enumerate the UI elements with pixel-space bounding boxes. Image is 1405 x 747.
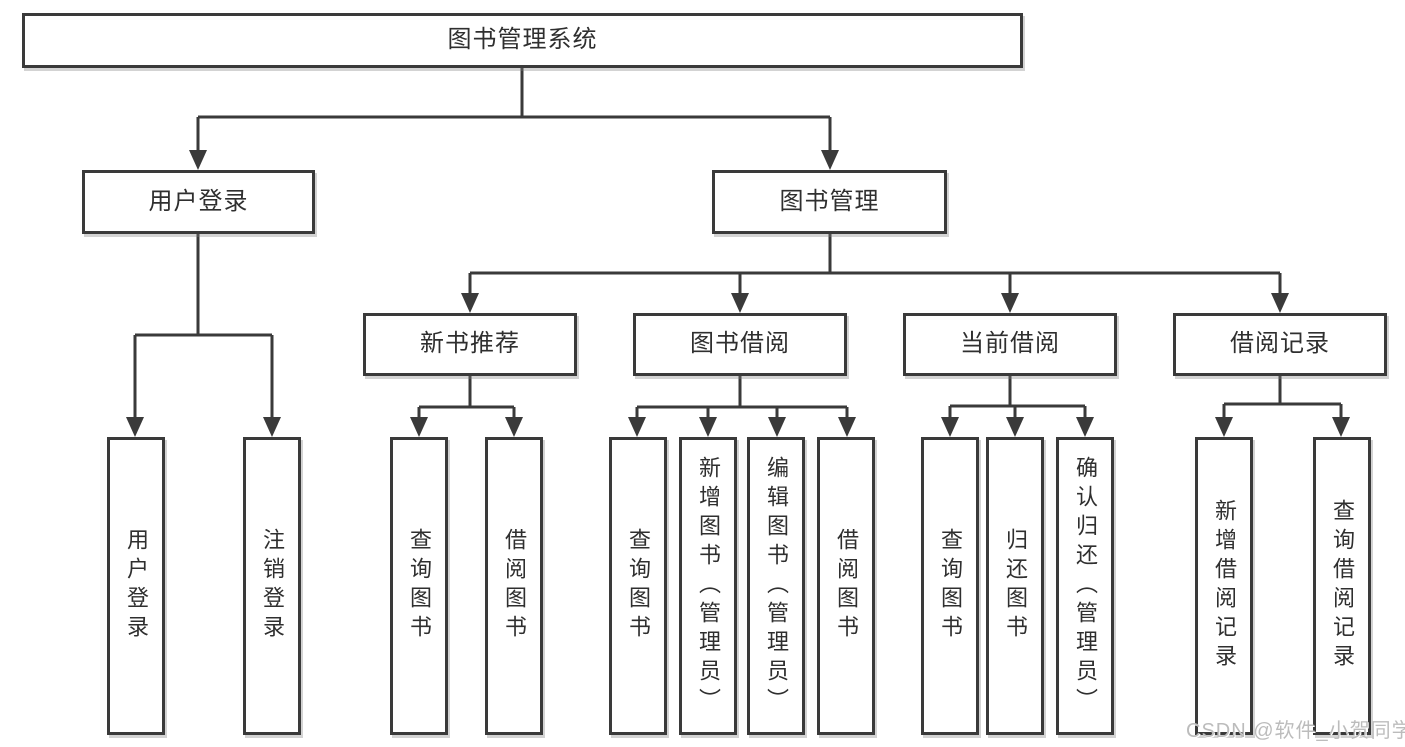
arrowhead	[1271, 293, 1289, 313]
arrowhead	[410, 417, 428, 437]
node-book-management: 图书管理	[712, 170, 947, 234]
node-label: 图书借阅	[690, 330, 790, 358]
leaf-add-borrow-record: 新增借阅记录	[1195, 437, 1253, 735]
node-label: 新书推荐	[420, 330, 520, 358]
arrowhead	[731, 293, 749, 313]
arrowhead	[1332, 417, 1350, 437]
arrowhead	[628, 417, 646, 437]
arrowhead	[1076, 417, 1094, 437]
node-label: 图书管理系统	[447, 26, 598, 54]
node-new-book-recommendation: 新书推荐	[363, 313, 577, 376]
node-label: 借阅图书	[834, 528, 859, 644]
node-library-management-system: 图书管理系统	[22, 13, 1023, 68]
leaf-add-books-admin: 新增图书（管理员）	[679, 437, 737, 735]
node-label: 归还图书	[1003, 528, 1028, 644]
leaf-borrow-books-recommend: 借阅图书	[485, 437, 543, 735]
leaf-user-login: 用户登录	[107, 437, 165, 735]
leaf-borrow-books-borrowing: 借阅图书	[817, 437, 875, 735]
arrowhead	[768, 417, 786, 437]
arrowhead	[263, 417, 281, 437]
arrowhead	[1001, 293, 1019, 313]
node-label: 查询借阅记录	[1330, 499, 1355, 673]
node-label: 查询图书	[938, 528, 963, 644]
node-label: 当前借阅	[960, 330, 1060, 358]
arrowhead	[126, 417, 144, 437]
node-user-login: 用户登录	[82, 170, 315, 234]
arrowhead	[838, 417, 856, 437]
node-label: 注销登录	[260, 528, 285, 644]
leaf-return-books: 归还图书	[986, 437, 1044, 735]
watermark: CSDN @软件_小贺同学	[1186, 720, 1405, 742]
node-label: 查询图书	[407, 528, 432, 644]
node-book-borrowing: 图书借阅	[633, 313, 847, 376]
leaf-query-books-borrowing: 查询图书	[609, 437, 667, 735]
node-borrowing-records: 借阅记录	[1173, 313, 1387, 376]
node-label: 用户登录	[124, 528, 149, 644]
node-label: 用户登录	[148, 187, 249, 215]
leaf-query-borrow-record: 查询借阅记录	[1313, 437, 1371, 735]
arrowhead	[461, 293, 479, 313]
node-label: 新增图书（管理员）	[696, 455, 721, 717]
leaf-confirm-return-admin: 确认归还（管理员）	[1056, 437, 1114, 735]
arrowhead	[505, 417, 523, 437]
node-label: 借阅记录	[1230, 330, 1330, 358]
arrowhead	[189, 150, 207, 170]
arrowhead	[1006, 417, 1024, 437]
node-label: 新增借阅记录	[1212, 499, 1237, 673]
leaf-query-books-recommend: 查询图书	[390, 437, 448, 735]
node-label: 查询图书	[626, 528, 651, 644]
leaf-query-books-current: 查询图书	[921, 437, 979, 735]
node-label: 确认归还（管理员）	[1073, 455, 1098, 717]
node-label: 图书管理	[779, 187, 880, 215]
arrowhead	[821, 150, 839, 170]
node-current-borrowing: 当前借阅	[903, 313, 1117, 376]
leaf-edit-books-admin: 编辑图书（管理员）	[747, 437, 805, 735]
arrowhead	[699, 417, 717, 437]
node-label: 借阅图书	[502, 528, 527, 644]
arrowhead	[1215, 417, 1233, 437]
arrowhead	[941, 417, 959, 437]
node-label: 编辑图书（管理员）	[764, 455, 789, 717]
leaf-logout: 注销登录	[243, 437, 301, 735]
